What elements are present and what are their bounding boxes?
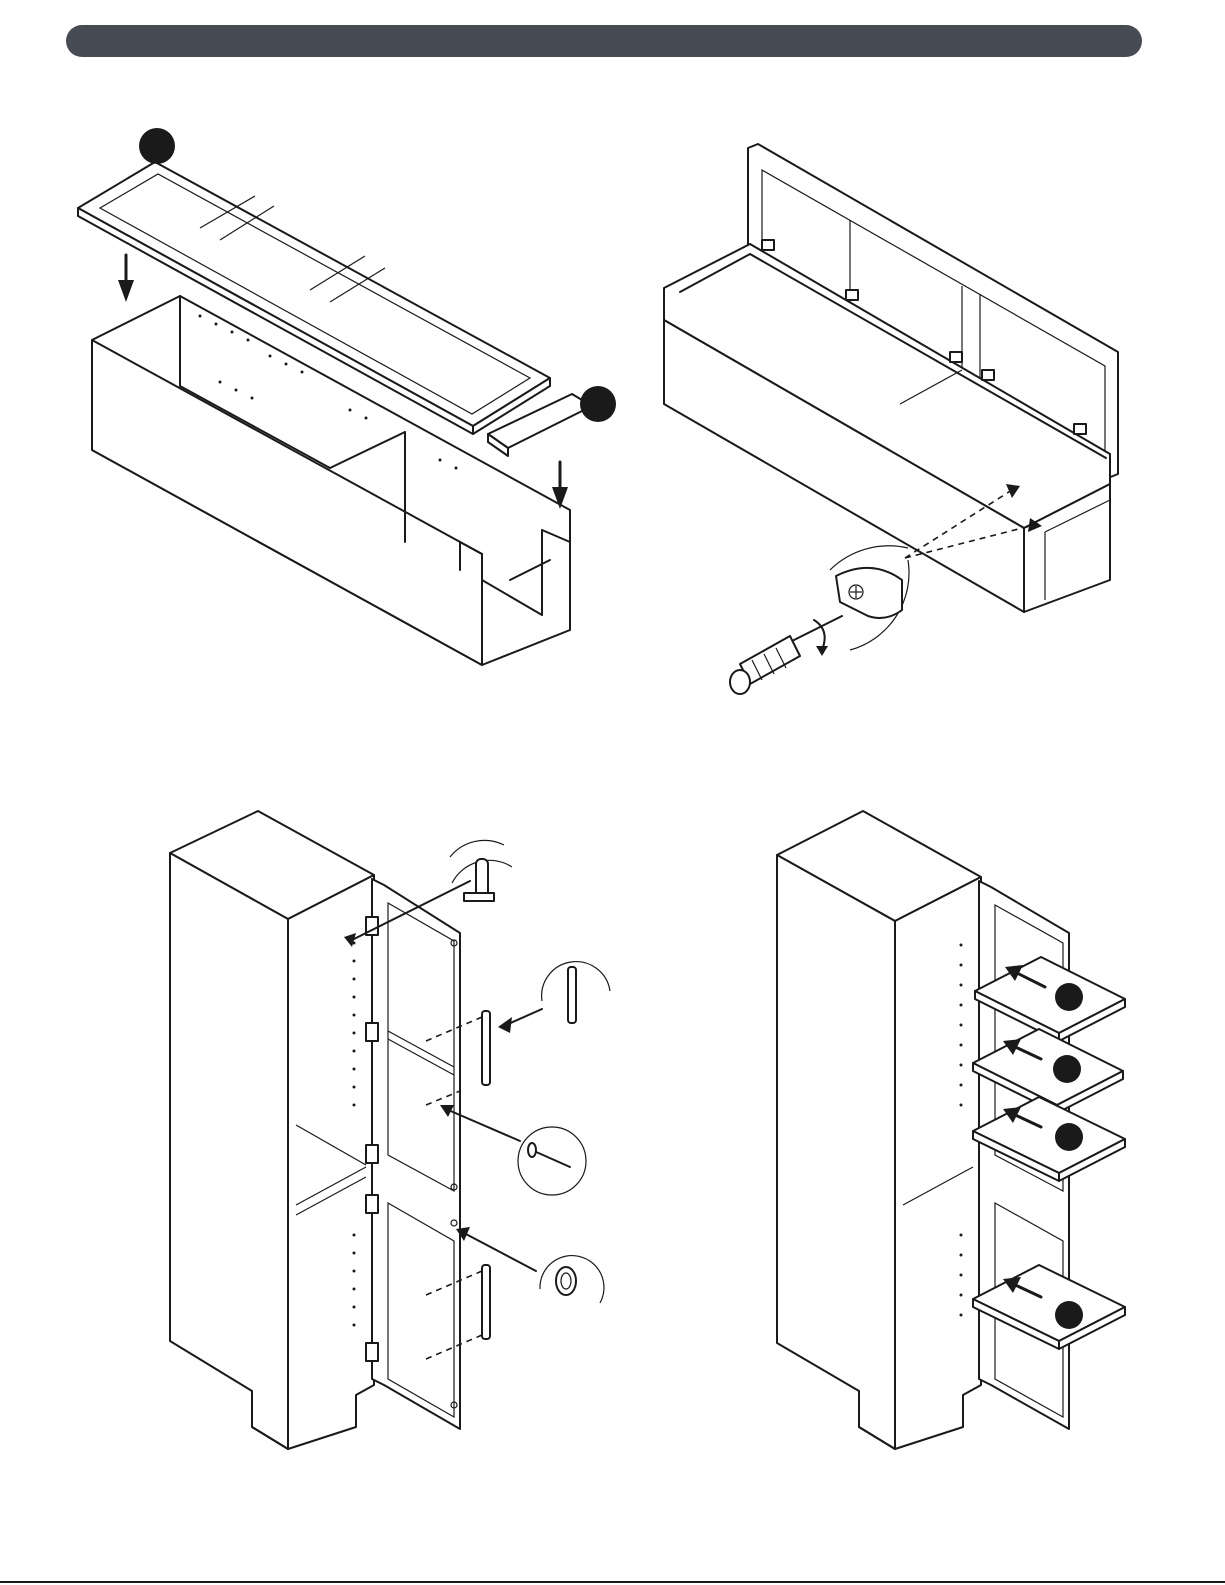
step-shelf-insertion [765,805,1135,1460]
cam-lock-icon [830,546,909,650]
bottom-rule [0,1581,1225,1583]
callout-marker-shelf-2 [1053,1055,1081,1083]
callout-marker-lid [139,128,175,164]
callout-marker-shelf-3 [1055,1123,1083,1151]
step-top-panel-placement [60,110,620,690]
header-bar [66,25,1142,57]
washer-icon [456,1227,604,1303]
screwdriver-icon [730,616,842,694]
door-panel [372,879,460,1429]
tall-cabinet [777,811,981,1449]
handle-icon [498,962,610,1033]
handle [482,1265,490,1339]
down-arrow-icon [118,255,134,302]
handle [482,1011,490,1085]
callout-marker-shelf-4 [1055,1301,1083,1329]
step-door-hardware [160,805,620,1460]
step-lid-hinge-fastening [650,140,1160,710]
screw-icon [440,1105,586,1195]
tall-cabinet [170,811,374,1449]
callout-marker-small-panel [580,386,616,422]
callout-marker-shelf-1 [1055,983,1083,1011]
